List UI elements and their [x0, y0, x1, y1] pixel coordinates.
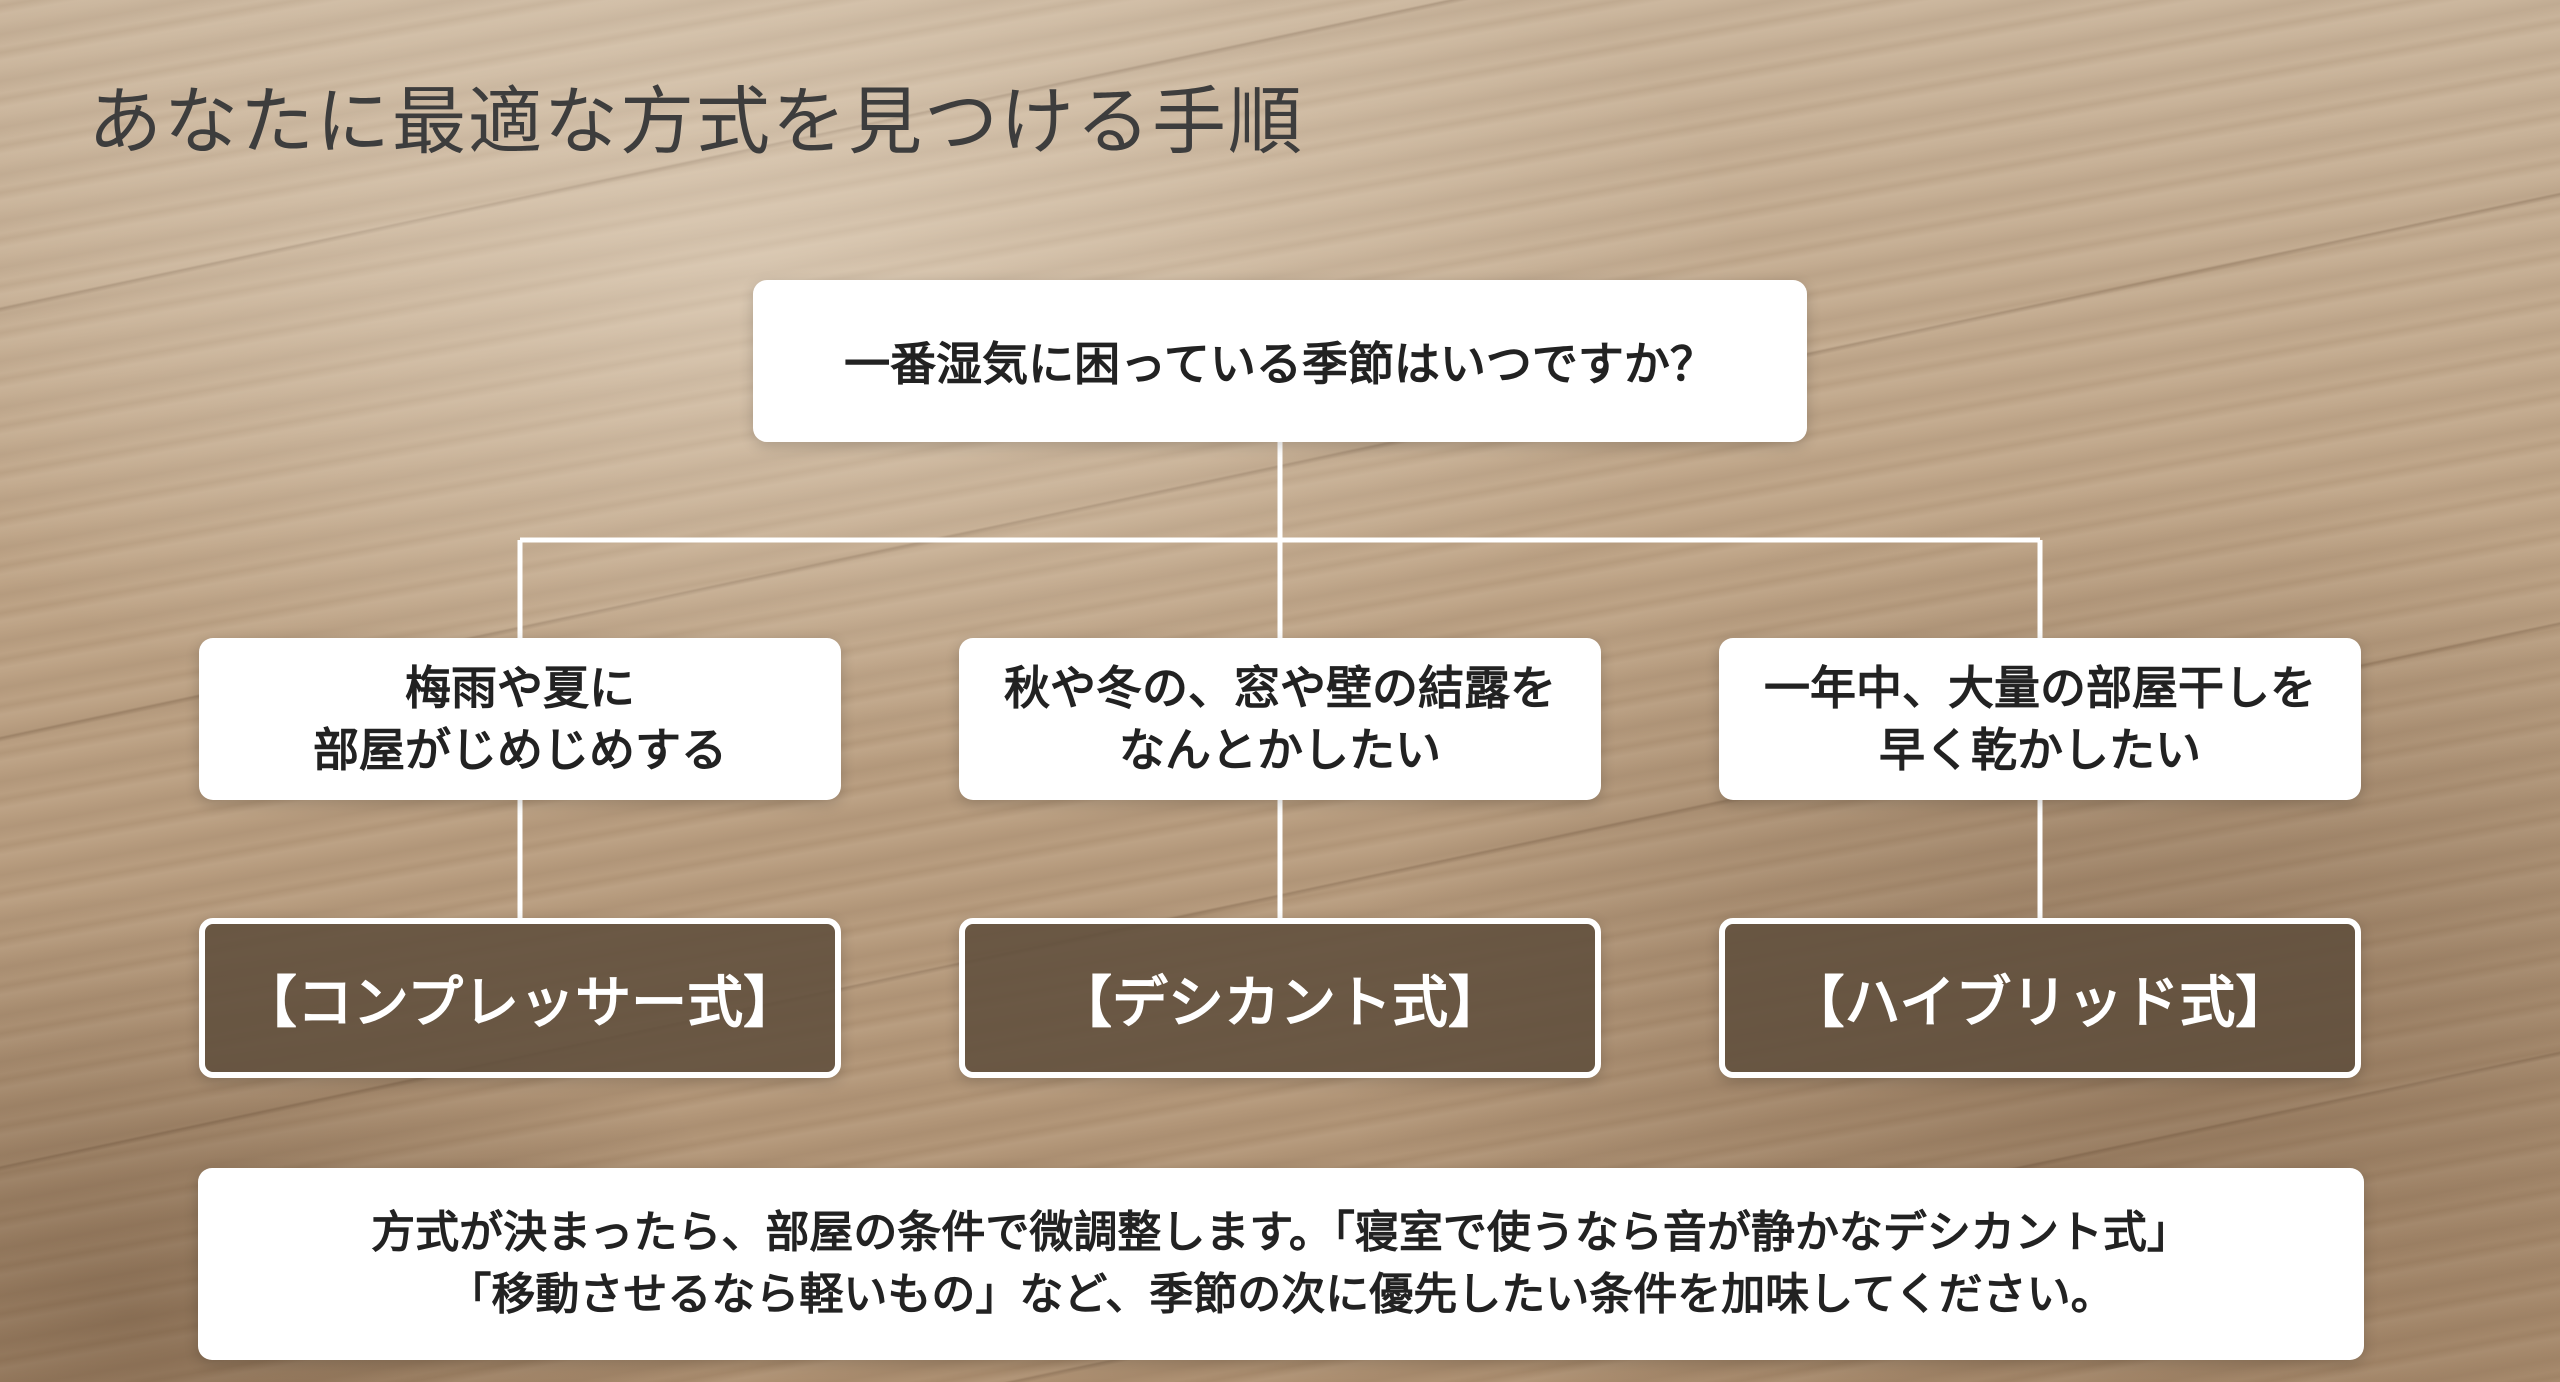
condition-box-winter: 秋や冬の、窓や壁の結露を なんとかしたい [959, 638, 1601, 800]
page-title: あなたに最適な方式を見つける手順 [88, 79, 1304, 165]
note-box: 方式が決まったら、部屋の条件で微調整します。「寝室で使うなら音が静かなデシカント… [198, 1168, 2364, 1360]
result-box-hybrid: 【ハイブリッド式】 [1719, 918, 2361, 1078]
condition-box-yearround: 一年中、大量の部屋干しを 早く乾かしたい [1719, 638, 2361, 800]
result-box-compressor: 【コンプレッサー式】 [199, 918, 841, 1078]
condition-box-summer: 梅雨や夏に 部屋がじめじめする [199, 638, 841, 800]
result-box-desiccant: 【デシカント式】 [959, 918, 1601, 1078]
question-box: 一番湿気に困っている季節はいつですか？ [753, 280, 1807, 442]
